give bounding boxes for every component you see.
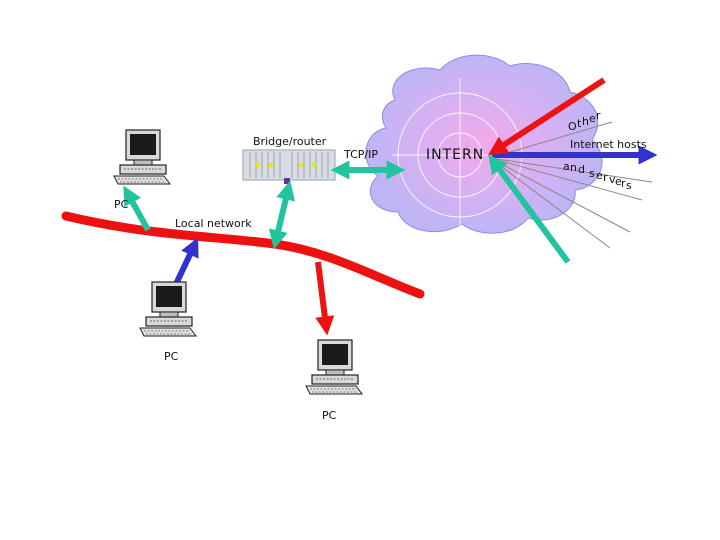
svg-text:d: d xyxy=(578,163,585,176)
pc-icon xyxy=(305,339,363,395)
arrow-host-in-teal xyxy=(488,154,571,264)
local-network-label: Local network xyxy=(175,217,252,230)
arrow-pc-bottom xyxy=(315,261,335,336)
svg-text:n: n xyxy=(570,161,577,174)
pc-icon xyxy=(139,281,197,337)
tcpip-label: TCP/IP xyxy=(343,148,378,161)
pc-icon xyxy=(113,129,171,185)
arrow-pc-middle xyxy=(173,237,199,286)
svg-text:s: s xyxy=(626,179,632,192)
pc-label-middle: PC xyxy=(164,350,179,363)
svg-text:v: v xyxy=(609,173,616,186)
svg-text:e: e xyxy=(596,169,603,182)
svg-text:r: r xyxy=(603,171,608,184)
other-label: O t h e r xyxy=(568,109,601,133)
svg-text:h: h xyxy=(582,115,589,128)
and-servers-label: a n d s e r v e r s xyxy=(563,160,632,192)
arrow-host-in-red xyxy=(487,77,606,156)
pc-label-top-left: PC xyxy=(114,198,129,211)
svg-text:t: t xyxy=(577,117,582,130)
svg-text:O: O xyxy=(568,120,577,133)
svg-text:r: r xyxy=(621,177,626,190)
bridge-router-label: Bridge/router xyxy=(253,135,327,148)
svg-text:a: a xyxy=(563,160,570,173)
internet-cloud-icon xyxy=(365,54,603,234)
arrow-pc-top-left xyxy=(123,185,151,232)
internet-label: INTERN xyxy=(426,147,484,163)
internet-hosts-label: Internet hosts xyxy=(570,138,647,151)
svg-text:s: s xyxy=(589,167,595,180)
svg-text:r: r xyxy=(596,109,601,122)
router-icon xyxy=(242,149,336,184)
svg-text:e: e xyxy=(589,112,596,125)
pc-label-bottom: PC xyxy=(322,409,337,422)
svg-text:e: e xyxy=(615,175,622,188)
arrow-router-lan xyxy=(268,180,296,250)
